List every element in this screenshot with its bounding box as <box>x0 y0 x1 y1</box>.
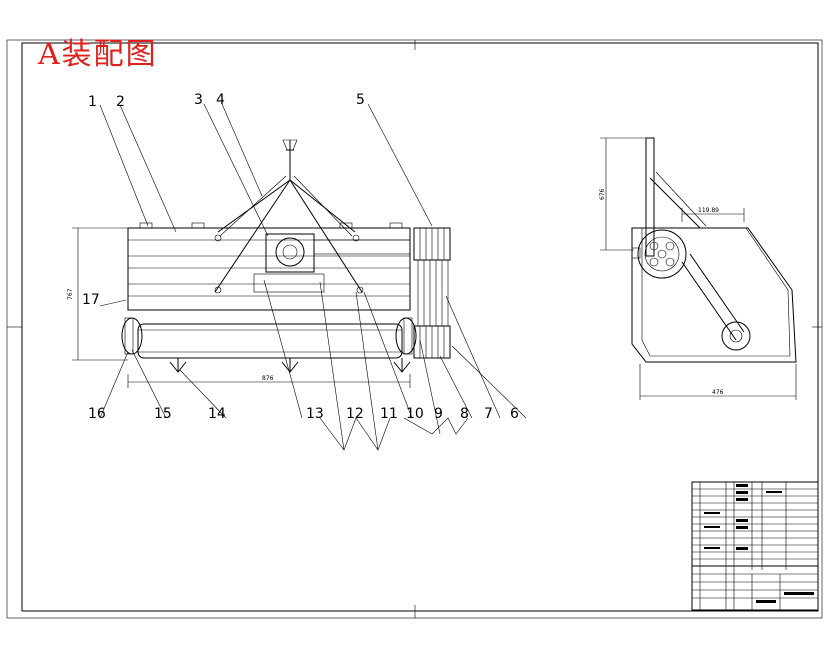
drawing-title: A装配图 <box>38 37 158 72</box>
part-label-7: 7 <box>484 406 493 422</box>
outer-border <box>6 39 823 619</box>
part-label-12: 12 <box>346 406 364 422</box>
front-view: 876 767 <box>67 139 451 388</box>
part-label-17: 17 <box>82 292 100 308</box>
part-label-1: 1 <box>88 94 97 110</box>
leader-lines <box>99 103 527 451</box>
dim-front-width: 876 <box>262 375 274 382</box>
dim-front-height: 767 <box>67 288 74 300</box>
part-label-3: 3 <box>194 92 203 108</box>
title-block <box>691 481 819 611</box>
part-label-4: 4 <box>216 92 225 108</box>
part-label-2: 2 <box>116 94 125 110</box>
part-label-13: 13 <box>306 406 324 422</box>
part-label-5: 5 <box>356 92 365 108</box>
part-label-11: 11 <box>380 406 398 422</box>
part-label-14: 14 <box>208 406 226 422</box>
part-labels: 1 2 3 4 5 6 7 8 9 10 11 12 13 14 15 16 1… <box>82 92 519 422</box>
dim-side-height: 676 <box>599 188 606 200</box>
part-label-16: 16 <box>88 406 106 422</box>
part-label-6: 6 <box>510 406 519 422</box>
side-view: 676 119.89 476 <box>599 137 797 400</box>
part-label-8: 8 <box>460 406 469 422</box>
dim-side-inner: 119.89 <box>698 207 719 214</box>
dim-side-width: 476 <box>712 389 724 396</box>
part-label-9: 9 <box>434 406 443 422</box>
part-label-10: 10 <box>406 406 424 422</box>
part-label-15: 15 <box>154 406 172 422</box>
